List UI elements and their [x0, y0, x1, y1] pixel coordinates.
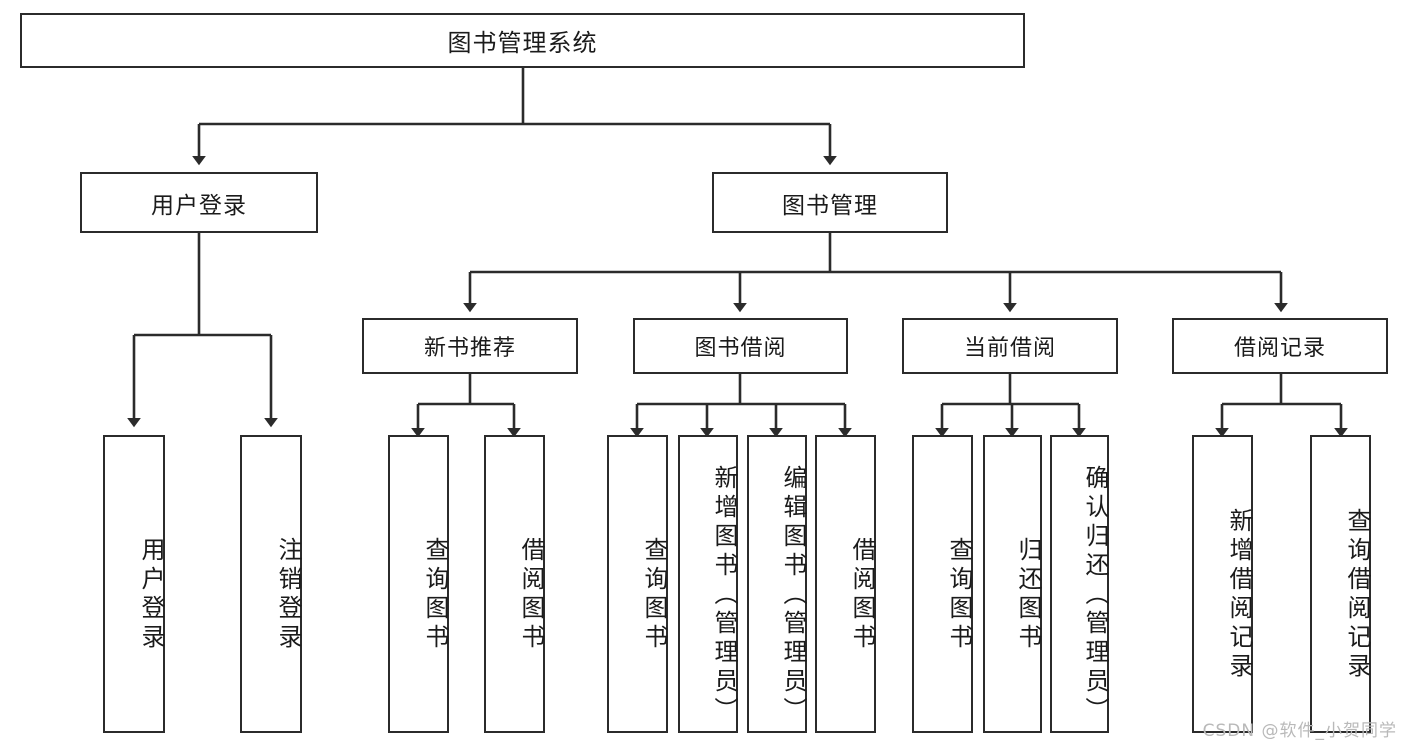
- leaf-book-borrow-borrow-book[interactable]: 借阅图书: [815, 435, 876, 733]
- node-label: 注销登录: [274, 537, 302, 653]
- leaf-book-borrow-edit-book-admin[interactable]: 编辑图书（管理员）: [747, 435, 807, 733]
- node-label: 查询图书: [945, 537, 973, 653]
- leaf-borrow-record-add-record[interactable]: 新增借阅记录: [1192, 435, 1253, 733]
- leaf-current-borrow-return-book[interactable]: 归还图书: [983, 435, 1042, 733]
- node-book-borrow[interactable]: 图书借阅: [633, 318, 848, 374]
- leaf-user-login-login[interactable]: 用户登录: [103, 435, 165, 733]
- node-current-borrow[interactable]: 当前借阅: [902, 318, 1118, 374]
- node-label: 图书管理: [782, 192, 878, 219]
- node-user-login[interactable]: 用户登录: [80, 172, 318, 233]
- leaf-book-borrow-query-book[interactable]: 查询图书: [607, 435, 668, 733]
- leaf-borrow-record-query-record[interactable]: 查询借阅记录: [1310, 435, 1371, 733]
- node-label: 新增借阅记录: [1225, 508, 1253, 682]
- node-label: 查询借阅记录: [1343, 508, 1371, 682]
- node-label: 查询图书: [421, 537, 449, 653]
- node-label: 归还图书: [1014, 537, 1042, 653]
- leaf-new-book-query-book[interactable]: 查询图书: [388, 435, 449, 733]
- node-label: 编辑图书（管理员）: [779, 464, 807, 726]
- node-label: 借阅记录: [1233, 336, 1326, 361]
- node-borrow-record[interactable]: 借阅记录: [1172, 318, 1388, 374]
- node-book-management[interactable]: 图书管理: [712, 172, 948, 233]
- leaf-new-book-borrow-book[interactable]: 借阅图书: [484, 435, 545, 733]
- node-label: 用户登录: [137, 537, 165, 653]
- node-root-book-management-system[interactable]: 图书管理系统: [20, 13, 1025, 68]
- node-label: 用户登录: [151, 192, 247, 219]
- leaf-current-borrow-confirm-return-admin[interactable]: 确认归还（管理员）: [1050, 435, 1109, 733]
- node-label: 新增图书（管理员）: [710, 464, 738, 726]
- node-new-book-recommend[interactable]: 新书推荐: [362, 318, 578, 374]
- node-label: 查询图书: [640, 537, 668, 653]
- node-label: 新书推荐: [423, 336, 516, 361]
- node-label: 图书借阅: [694, 336, 787, 361]
- leaf-current-borrow-query-book[interactable]: 查询图书: [912, 435, 973, 733]
- node-label: 借阅图书: [848, 537, 876, 653]
- node-label: 图书管理系统: [447, 29, 598, 57]
- csdn-watermark: CSDN @软件_小贺同学: [1202, 721, 1397, 741]
- leaf-book-borrow-add-book-admin[interactable]: 新增图书（管理员）: [678, 435, 738, 733]
- leaf-user-login-logout[interactable]: 注销登录: [240, 435, 302, 733]
- node-label: 确认归还（管理员）: [1081, 464, 1109, 726]
- node-label: 借阅图书: [517, 537, 545, 653]
- node-label: 当前借阅: [963, 336, 1056, 361]
